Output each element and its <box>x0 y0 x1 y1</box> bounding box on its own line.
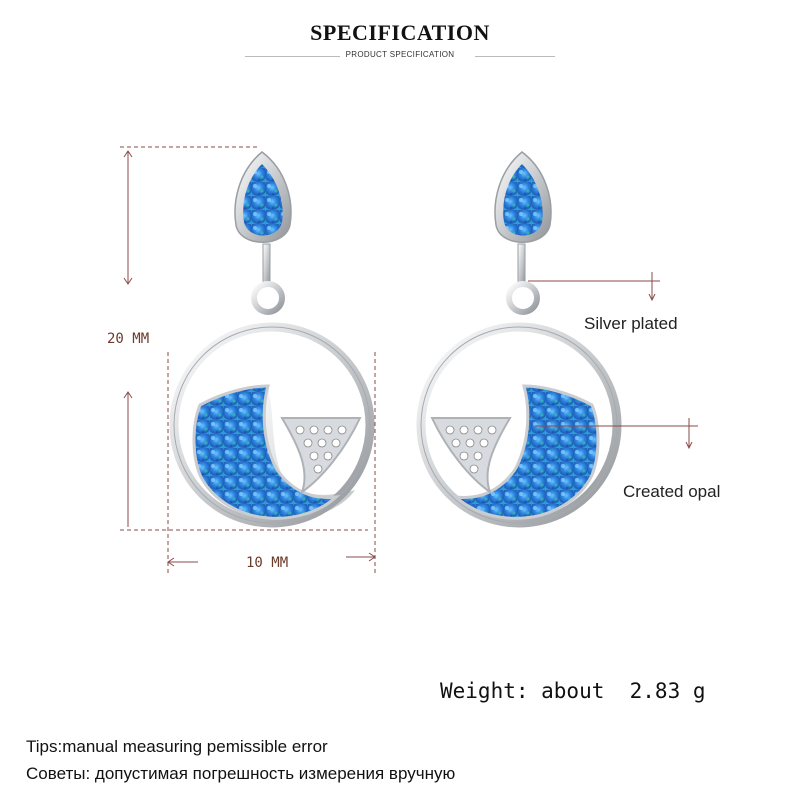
right-crystals <box>445 425 497 474</box>
width-dimension-label: 10 MM <box>246 555 289 571</box>
right-opal-inlay <box>451 384 600 520</box>
right-outer-ring-edge <box>420 326 618 524</box>
left-outer-ring-edge <box>173 326 371 524</box>
height-dimension-label: 20 MM <box>107 331 150 347</box>
tips-english: Tips:manual measuring pemissible error <box>26 737 328 756</box>
silver-leader-tick-head <box>648 293 656 302</box>
earring-left <box>169 151 375 528</box>
right-pave-section <box>430 417 512 495</box>
earring-right <box>416 151 622 528</box>
left-pave-section <box>280 417 362 495</box>
page-subtitle: PRODUCT SPECIFICATION <box>345 50 455 59</box>
subtitle-rule-right <box>475 56 555 57</box>
width-arrow-right-head <box>368 552 376 562</box>
subtitle-row: PRODUCT SPECIFICATION <box>0 50 800 64</box>
silver-plated-callout: Silver plated <box>584 314 678 333</box>
left-stud-opal <box>243 164 283 236</box>
right-connector <box>517 243 526 287</box>
height-arrow-upper-tail <box>123 150 133 158</box>
left-connector <box>262 243 271 287</box>
right-jump-ring <box>506 281 540 315</box>
dimension-lines <box>120 146 376 575</box>
subtitle-rule-left <box>245 56 340 57</box>
left-opal-inlay <box>192 384 341 520</box>
opal-leader-tick-head <box>685 441 693 450</box>
page-title: SPECIFICATION <box>310 20 490 45</box>
callout-leaders <box>528 272 698 450</box>
left-jump-ring <box>251 281 285 315</box>
width-arrow-left-head <box>167 557 175 567</box>
left-crystals <box>295 425 347 474</box>
height-arrow-upper-head <box>123 277 133 285</box>
weight-text: Weight: about 2.83 g <box>440 679 706 703</box>
right-stud-opal <box>503 164 543 236</box>
created-opal-callout: Created opal <box>623 482 721 501</box>
height-arrow-lower-head <box>123 391 133 399</box>
tips-russian: Советы: допустимая погрешность измерения… <box>26 764 456 783</box>
